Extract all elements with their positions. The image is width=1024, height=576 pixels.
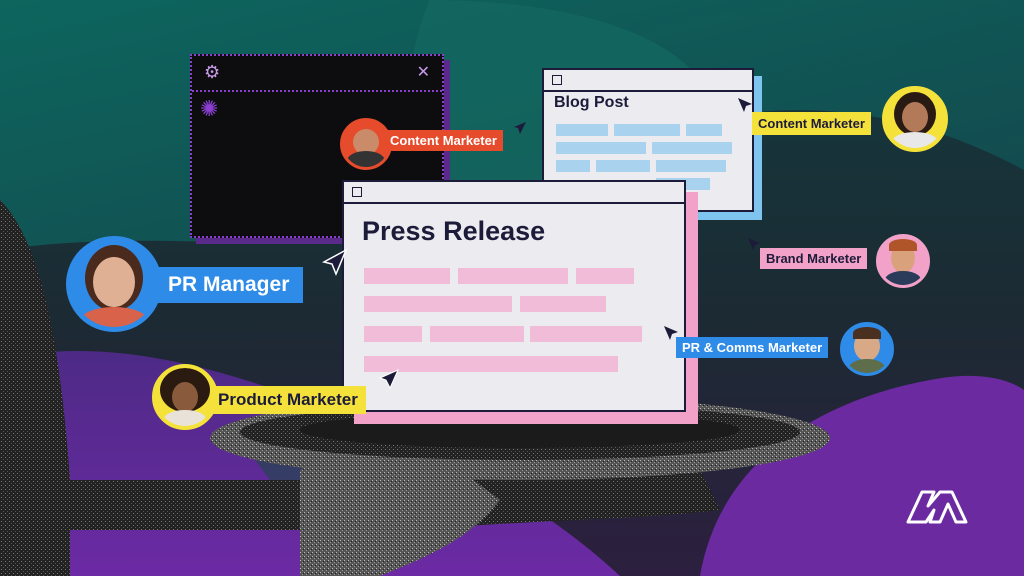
persona-label: Brand Marketer: [760, 248, 868, 269]
persona-label: Content Marketer: [752, 112, 871, 135]
persona-label: PR Manager: [150, 267, 304, 303]
placeholder-line: [458, 268, 568, 284]
pixel-gear-icon: ✺: [200, 96, 219, 121]
placeholder-line: [576, 268, 634, 284]
close-icon: ✕: [416, 64, 430, 81]
placeholder-line: [364, 296, 512, 312]
persona-label: Product Marketer: [206, 386, 366, 414]
avatar: [152, 364, 218, 430]
placeholder-line: [364, 326, 422, 342]
press-release-window: Press Release: [342, 180, 686, 412]
placeholder-line: [656, 160, 726, 172]
serving-tray-icon: [0, 200, 830, 576]
placeholder-line: [364, 268, 450, 284]
cursor-arrow-icon: [748, 238, 760, 250]
persona-label: Content Marketer: [384, 130, 503, 151]
placeholder-line: [596, 160, 650, 172]
placeholder-line: [556, 124, 608, 136]
placeholder-line: [530, 326, 642, 342]
placeholder-line: [686, 124, 722, 136]
cursor-arrow-icon: [514, 122, 526, 134]
pixel-gear-icon: ⚙: [204, 62, 221, 82]
cursor-arrow-icon: [738, 98, 752, 112]
avatar: [876, 234, 930, 288]
cursor-arrow-icon: [664, 326, 678, 340]
window-title: Blog Post: [554, 94, 629, 111]
avatar: [882, 86, 948, 152]
placeholder-line: [364, 356, 618, 372]
cursor-arrow-icon: [378, 369, 399, 390]
window-title: Press Release: [362, 216, 546, 246]
brand-logo-icon: [906, 490, 968, 524]
placeholder-line: [520, 296, 606, 312]
cursor-arrow-icon: [321, 248, 348, 276]
window-titlebar: [544, 70, 752, 92]
placeholder-line: [614, 124, 680, 136]
placeholder-line: [556, 142, 646, 154]
placeholder-line: [652, 142, 732, 154]
avatar: [840, 322, 894, 376]
window-titlebar: [344, 182, 684, 204]
placeholder-line: [430, 326, 524, 342]
persona-label: PR & Comms Marketer: [676, 337, 829, 358]
avatar: [66, 236, 162, 332]
placeholder-line: [556, 160, 590, 172]
